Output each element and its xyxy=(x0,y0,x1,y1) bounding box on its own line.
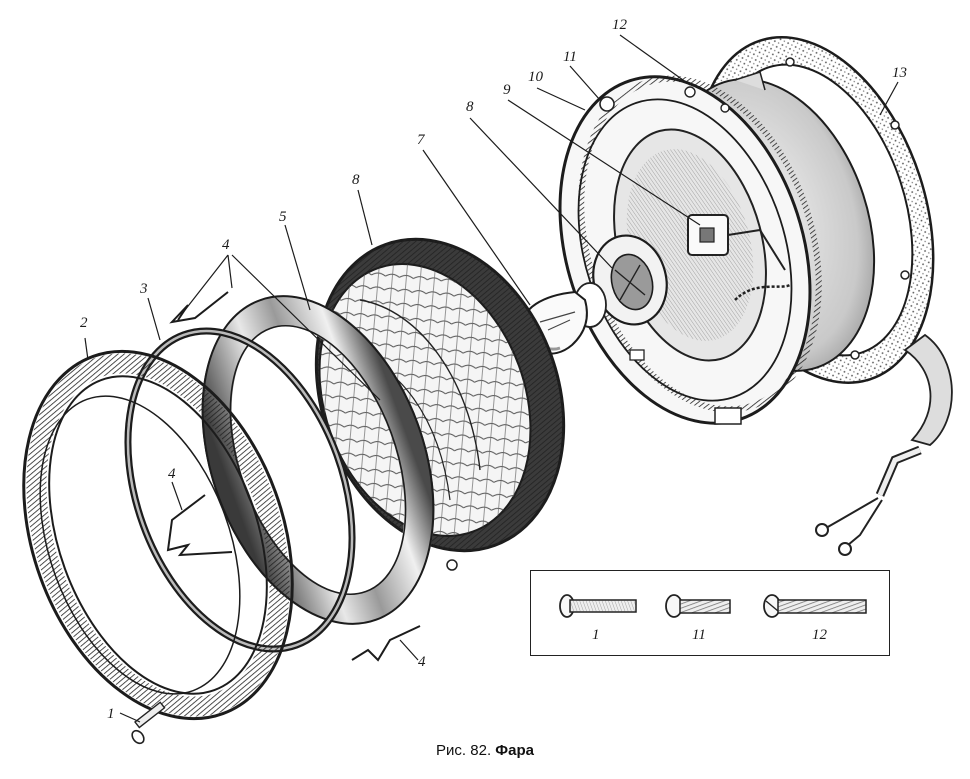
inset-label-11: 11 xyxy=(692,627,706,643)
inset-screw-1-shape xyxy=(559,594,637,618)
callout-4-bottom: 4 xyxy=(418,654,426,670)
figure-caption: Рис. 82. Фара xyxy=(0,742,970,759)
inset-label-12: 12 xyxy=(812,627,827,643)
callout-8-lens: 8 xyxy=(352,172,360,188)
part-4-spring-clips xyxy=(166,291,421,662)
wire-harness xyxy=(815,333,953,556)
caption-prefix: Рис. 82. xyxy=(436,742,492,759)
callout-12: 12 xyxy=(612,17,627,33)
callout-1: 1 xyxy=(107,706,115,722)
callout-7: 7 xyxy=(417,132,425,148)
inset-screw-12-shape xyxy=(763,594,867,618)
part-lens-unit xyxy=(314,237,566,571)
part-3-seal-ring xyxy=(124,327,356,653)
callout-13: 13 xyxy=(892,65,907,81)
callout-10: 10 xyxy=(528,69,543,85)
caption-title: Фара xyxy=(495,742,534,759)
inset-label-1: 1 xyxy=(592,627,600,643)
callout-5: 5 xyxy=(279,209,287,225)
callout-2: 2 xyxy=(80,315,88,331)
callout-8-holder: 8 xyxy=(466,99,474,115)
callout-3: 3 xyxy=(140,281,148,297)
callout-9: 9 xyxy=(503,82,511,98)
inset-screws-frame xyxy=(530,570,890,656)
callout-4-top: 4 xyxy=(222,237,230,253)
part-2-outer-rim xyxy=(22,349,294,721)
callout-4-middle: 4 xyxy=(168,466,176,482)
leader-lines xyxy=(84,34,899,723)
inset-screws xyxy=(559,594,867,618)
inset-screw-11-shape xyxy=(665,594,731,618)
callout-11: 11 xyxy=(563,49,577,65)
part-1-screw xyxy=(131,701,166,745)
